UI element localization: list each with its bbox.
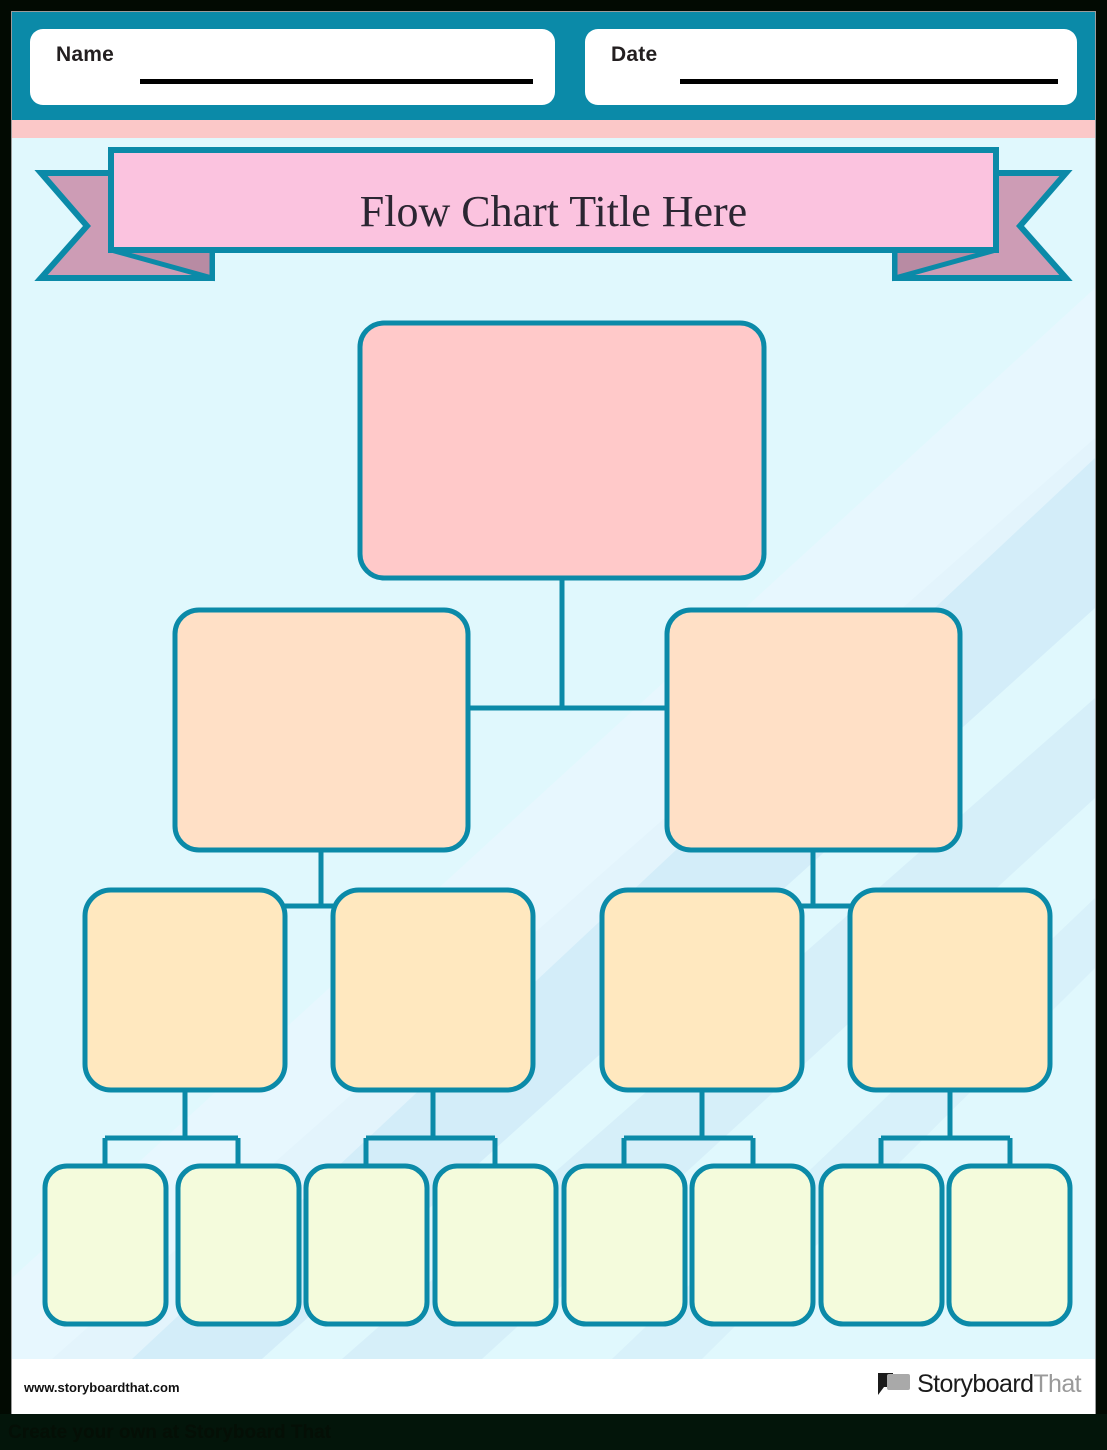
flow-node-n12[interactable]	[561, 1163, 688, 1327]
header-band: Name Date	[12, 12, 1095, 120]
worksheet-sheet: Name Date	[12, 12, 1095, 1414]
title-ribbon	[34, 147, 1073, 282]
logo-word-that: That	[1033, 1370, 1081, 1398]
flow-node-n4[interactable]	[82, 887, 288, 1093]
name-field-underline	[140, 79, 533, 84]
date-field-underline	[680, 79, 1058, 84]
flow-node-n5[interactable]	[330, 887, 536, 1093]
flow-node-n6[interactable]	[599, 887, 805, 1093]
worksheet-canvas: Flow Chart Title Here	[12, 138, 1095, 1359]
logo-wordmark: StoryboardThat	[917, 1370, 1082, 1399]
bottom-promo-text: Create your own at Storyboard That	[8, 1422, 332, 1443]
flow-node-n8[interactable]	[42, 1163, 169, 1327]
flow-node-n9[interactable]	[175, 1163, 302, 1327]
flow-node-n1[interactable]	[357, 320, 767, 581]
storyboardthat-logo: StoryboardThat	[877, 1370, 1082, 1399]
flow-chart-diagram	[42, 320, 1073, 1327]
footer-url[interactable]: www.storyboardthat.com	[24, 1380, 180, 1395]
flow-node-n14[interactable]	[818, 1163, 945, 1327]
flow-node-n13[interactable]	[689, 1163, 816, 1327]
date-field-label: Date	[611, 43, 658, 66]
date-field[interactable]: Date	[585, 29, 1077, 105]
name-field[interactable]: Name	[30, 29, 555, 105]
flow-node-n3[interactable]	[664, 607, 963, 853]
name-field-label: Name	[56, 43, 114, 66]
speech-bubble-icon	[877, 1371, 911, 1398]
flow-node-n7[interactable]	[847, 887, 1053, 1093]
footer: www.storyboardthat.com StoryboardThat	[12, 1359, 1095, 1414]
bottom-promo-strip: Create your own at Storyboard That	[0, 1414, 1107, 1450]
flow-node-n15[interactable]	[946, 1163, 1073, 1327]
flow-node-n2[interactable]	[172, 607, 471, 853]
flow-node-n11[interactable]	[432, 1163, 559, 1327]
logo-word-storyboard: Storyboard	[917, 1370, 1034, 1398]
flow-chart-title: Flow Chart Title Here	[359, 187, 748, 236]
header-accent-strip	[12, 120, 1095, 138]
flow-chart-nodes	[42, 320, 1073, 1327]
flow-node-n10[interactable]	[303, 1163, 430, 1327]
ribbon-center-panel	[108, 147, 999, 253]
